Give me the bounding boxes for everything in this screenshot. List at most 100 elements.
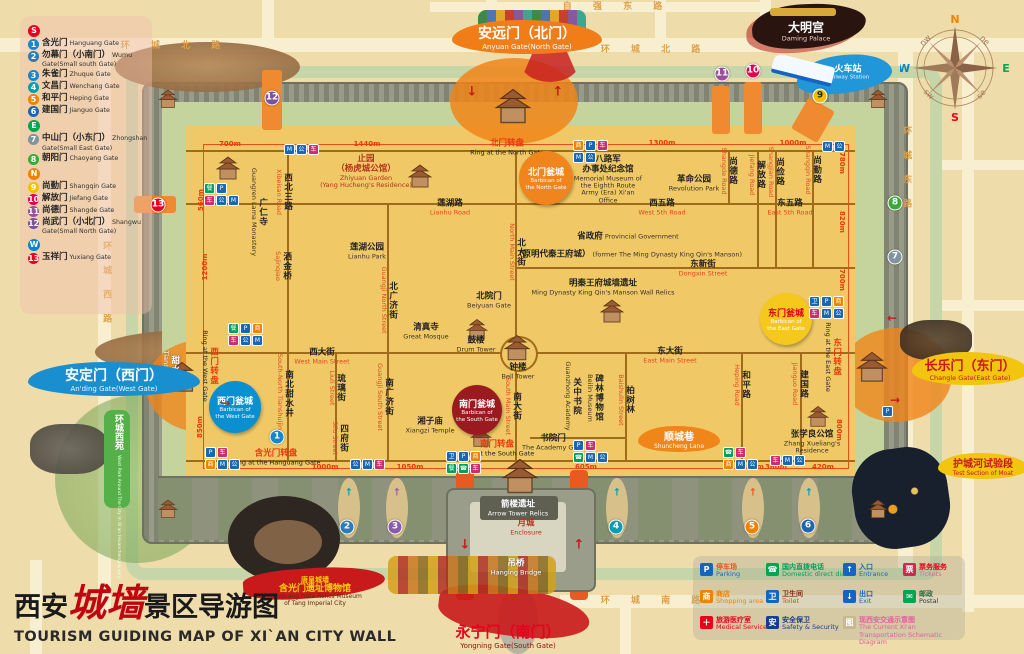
- distance-label: 820m: [838, 211, 846, 233]
- distance-label: 700m: [838, 269, 846, 291]
- poi-name-en: Arrow Tower Relics: [487, 509, 549, 518]
- west-gate-en: An'ding Gate(West Gate): [70, 385, 158, 393]
- railway-station-label: 火车站 Railway Station: [827, 65, 870, 82]
- east-gate-cn: 长乐门（东门）: [924, 359, 1016, 374]
- gate-name-cn: 尚勤门: [42, 180, 68, 191]
- distance-label: 850m: [196, 416, 204, 438]
- outer-street-label: 自 强 东 路: [562, 1, 672, 12]
- street-name-cn: 尚勤路: [811, 155, 822, 185]
- legend-item-cn: 旅游医疗室: [716, 616, 751, 624]
- street-name-en: North Main Street: [507, 223, 516, 281]
- parking-icon: P: [573, 440, 584, 451]
- gate-marker: 12: [264, 90, 280, 106]
- parking-icon: P: [821, 296, 832, 307]
- poi-name-en: Great Mosque: [403, 332, 449, 341]
- taxi-icon: 车: [735, 447, 746, 458]
- legend-item-en: Safety & Security: [782, 623, 839, 632]
- street-outer-9: [620, 608, 631, 654]
- soldiers-south-illustration: [388, 556, 556, 594]
- gate-marker: 6: [800, 518, 816, 534]
- metro-icon: M: [782, 455, 793, 466]
- bus-icon: 公: [794, 455, 805, 466]
- barbican-cn: 东门瓮城: [767, 308, 804, 319]
- bus-icon: 公: [585, 152, 596, 163]
- poi-name-en: Hanging Bridge: [490, 568, 542, 577]
- gate-marker: 3: [387, 519, 403, 535]
- legend-item-cn: 入口: [859, 563, 873, 571]
- page-title-en: TOURISM GUIDING MAP OF XI`AN CITY WALL: [14, 629, 397, 645]
- outer-street-label: 环 城 东 路: [901, 126, 912, 214]
- gate11-ramp: [712, 86, 730, 134]
- legend-shopping-area-icon: 商: [700, 590, 713, 603]
- poi-name-en2: (Yang Hucheng's Residence): [320, 180, 412, 189]
- poi-name-cn: 北门转盘: [489, 138, 524, 149]
- gate-name-cn: 尚武门（小北门）: [42, 216, 111, 227]
- street-name-cn: 东五路: [777, 198, 803, 209]
- distance-label: 1200m: [201, 253, 209, 281]
- gate-number-badge: 2: [28, 51, 39, 62]
- metro-icon: M: [821, 308, 832, 319]
- poi-line: 省政府 Provincial Government: [514, 225, 742, 243]
- metro-icon: M: [252, 335, 263, 346]
- shuncheng-lane-cn: 顺城巷: [664, 432, 694, 443]
- gate-marker: 7: [887, 249, 903, 265]
- service-icon-row: 餐☎车: [446, 463, 481, 474]
- poi-name-en: Ming Dynasty King Qin's Manson Wall Reli…: [531, 288, 675, 297]
- barbican-cn: 西门瓮城: [216, 396, 253, 407]
- gate-name-en: Zhongshan Gate(Small East Gate): [42, 135, 148, 152]
- phone-icon: ☎: [573, 452, 584, 463]
- gate-name-en: Shangwu Gate(Small North Gate): [42, 218, 141, 235]
- toilet-icon: 卫: [809, 296, 820, 307]
- moat-test-cn: 护城河试验段: [953, 459, 1013, 470]
- street-name-en: Sifu Street: [330, 420, 339, 456]
- road-inner-ring-north: [186, 150, 855, 152]
- north-gate-arrow-up: ↑: [552, 84, 564, 100]
- shop-icon: 商: [470, 451, 481, 462]
- bus-icon: 公: [833, 308, 844, 319]
- barbican-en2: the North Gate: [525, 184, 567, 191]
- street-outer-8: [30, 560, 42, 654]
- street-name-en: West 5th Road: [638, 208, 686, 217]
- street-name-cn: 南大街: [511, 391, 522, 421]
- east-gate-arrow-right: →: [889, 393, 901, 407]
- gate-number-badge: 4: [28, 82, 39, 94]
- legend-the-current-xi-an-transportation-schematic-diagram-icon: 图: [843, 616, 856, 629]
- poi-name-cn: 张学良公馆: [790, 429, 834, 440]
- street-name-cn: 北大街: [515, 237, 526, 267]
- gate-group-badge: S: [28, 25, 40, 37]
- bus-icon: 公: [350, 459, 361, 470]
- camel-statues-illustration: [30, 424, 108, 474]
- barbican-en2: the South Gate: [456, 416, 498, 423]
- poi-name-en: Enclosure: [510, 528, 542, 537]
- metro-icon: M: [284, 144, 295, 155]
- poi-name-cn: 明秦王府城墙遗址: [568, 278, 638, 289]
- legend-item-cn: 出口: [859, 590, 873, 598]
- poi-name-en: Ring at the West Gate: [200, 330, 209, 402]
- gate-name-cn: 含光门: [42, 38, 68, 48]
- outer-street-label: 环 城 北 路: [600, 44, 710, 55]
